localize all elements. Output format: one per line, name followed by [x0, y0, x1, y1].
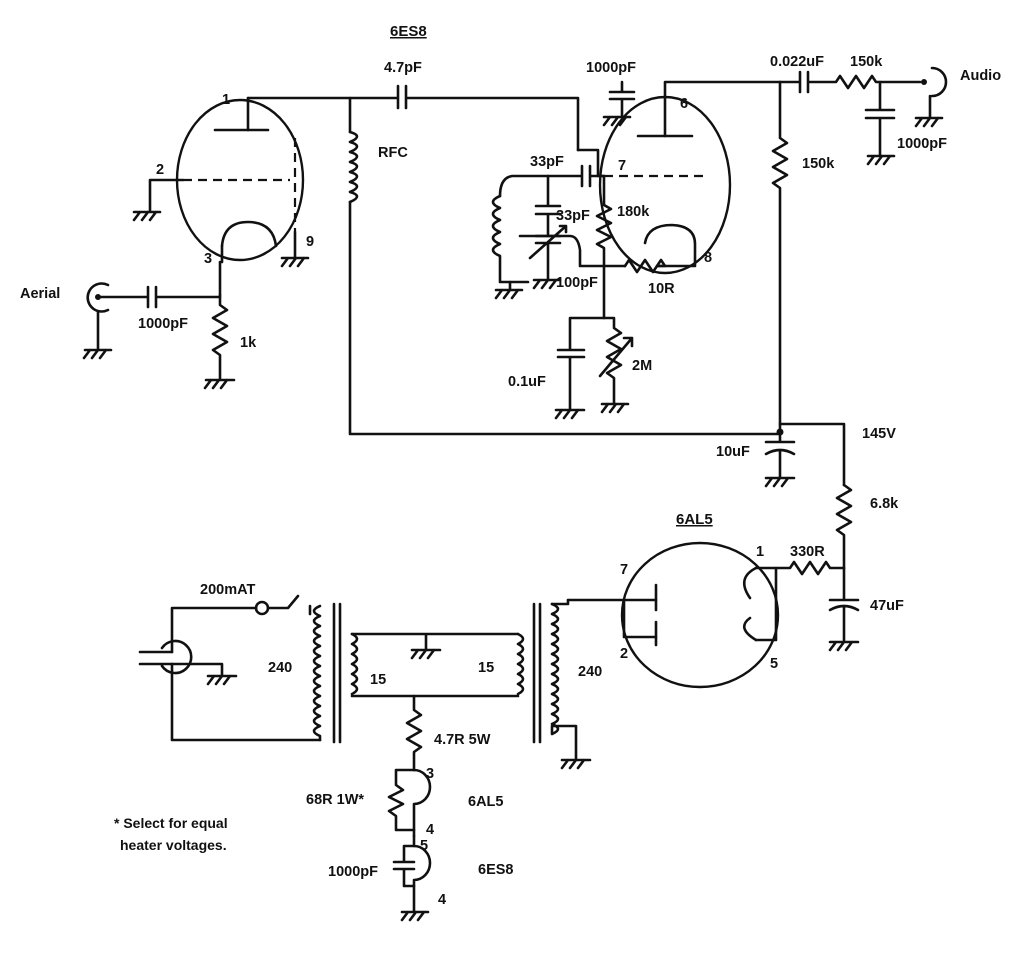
- cap-33pf-a: [498, 164, 606, 198]
- pin-label: 5: [420, 838, 428, 854]
- transformer-1-core: [332, 602, 342, 744]
- fuse-200mat: [254, 600, 270, 616]
- pin-label: 1: [222, 92, 230, 108]
- label-150k-vertical: 150k: [802, 156, 835, 172]
- cap-1000pf-top: [602, 80, 636, 127]
- label-100pf: 100pF: [556, 275, 598, 291]
- tube-6al5: [620, 541, 780, 689]
- label-0-1uf: 0.1uF: [508, 374, 546, 390]
- heater-6es8: [400, 834, 432, 922]
- transformer-1-secondary: [350, 632, 359, 696]
- resistor-68r: [387, 768, 416, 832]
- label-heater-6es8: 6ES8: [478, 862, 513, 878]
- label-10uf: 10uF: [716, 444, 750, 460]
- ground-icon: [132, 178, 185, 222]
- transformer-1-primary: [312, 604, 322, 742]
- label-aerial: Aerial: [20, 286, 60, 302]
- note-line-1: * Select for equal: [114, 815, 228, 831]
- label-4-7r-5w: 4.7R 5W: [434, 732, 491, 748]
- pin-label: 2: [156, 162, 164, 178]
- label-fuse: 200mAT: [200, 582, 255, 598]
- resistor-6-8k: [835, 483, 853, 570]
- pin-label: 1: [756, 544, 764, 560]
- ground-icon: [82, 310, 113, 360]
- label-145v: 145V: [862, 426, 896, 442]
- label-heater-6al5: 6AL5: [468, 794, 503, 810]
- transformer-2-core: [532, 602, 542, 744]
- pin-label: 7: [618, 158, 626, 174]
- ground-icon: [280, 230, 310, 268]
- ground-icon: [170, 662, 238, 686]
- pin-label: 4: [438, 892, 446, 908]
- cap-0-1uf: [554, 264, 606, 420]
- label-1000pf-heater: 1000pF: [328, 864, 378, 880]
- tube-6es8-a: [175, 96, 305, 297]
- aerial-socket-icon: [86, 282, 110, 313]
- label-rfc: RFC: [378, 145, 408, 161]
- label-6-8k: 6.8k: [870, 496, 899, 512]
- resistor-1k: [211, 293, 229, 380]
- pin-label: 7: [620, 562, 628, 578]
- ground-icon: [494, 280, 524, 300]
- resistor-180k: [595, 174, 627, 268]
- label-15-b: 15: [478, 660, 494, 676]
- pin-label: 4: [426, 822, 434, 838]
- label-240-primary-1: 240: [268, 660, 292, 676]
- label-68r-1w: 68R 1W*: [306, 792, 364, 808]
- resistor-4-7r: [405, 694, 423, 772]
- label-33pf-a: 33pF: [530, 154, 564, 170]
- ground-icon: [203, 378, 236, 390]
- audio-socket-icon: [930, 66, 948, 98]
- resistor-10r: [623, 258, 667, 274]
- cap-33pf-b: [534, 174, 562, 238]
- label-180k: 180k: [617, 204, 650, 220]
- label-1k: 1k: [240, 335, 257, 351]
- label-240-primary-2: 240: [578, 664, 602, 680]
- label-330r: 330R: [790, 544, 825, 560]
- cap-4-7pf: [246, 84, 580, 152]
- label-1000pf-aerial: 1000pF: [138, 316, 188, 332]
- pin-label: 2: [620, 646, 628, 662]
- pin-label: 8: [704, 250, 712, 266]
- label-1000pf-top: 1000pF: [586, 60, 636, 76]
- tube-6es8-b: [598, 80, 782, 275]
- cap-1000pf-aerial: [96, 285, 222, 309]
- heater-6al5: [412, 768, 432, 838]
- pot-2m: [600, 316, 630, 414]
- label-150k-out: 150k: [850, 54, 883, 70]
- label-2m: 2M: [632, 358, 652, 374]
- label-15-a: 15: [370, 672, 386, 688]
- pin-label: 9: [306, 234, 314, 250]
- label-33pf-b: 33pF: [556, 208, 590, 224]
- mains-plug-icon: [138, 639, 193, 675]
- cap-47uf: [828, 566, 860, 652]
- label-1000pf-audio: 1000pF: [897, 136, 947, 152]
- tube-6es8-title: 6ES8: [390, 23, 427, 40]
- label-audio: Audio: [960, 68, 1001, 84]
- ground-icon: [914, 94, 944, 128]
- label-47uf: 47uF: [870, 598, 904, 614]
- transformer-2-primary: [550, 602, 592, 770]
- pin-label: 3: [426, 766, 434, 782]
- note-line-2: heater voltages.: [120, 837, 227, 853]
- output-cap-and-resistor: [778, 70, 922, 94]
- rfc-coil: [348, 130, 359, 204]
- tube-6al5-title: 6AL5: [676, 511, 713, 528]
- resistor-330r: [774, 560, 846, 576]
- tank-coil: [491, 194, 530, 284]
- pot-arrow-icon: [598, 336, 634, 378]
- cap-10uf: [764, 430, 796, 488]
- pin-label: 5: [770, 656, 778, 672]
- pin-label: 3: [204, 251, 212, 267]
- cap-1000pf-heater: [392, 844, 416, 888]
- transformer-2-secondary: [516, 632, 525, 696]
- pin-label: 6: [680, 96, 688, 112]
- resistor-150k-vertical: [771, 80, 789, 432]
- cap-1000pf-audio: [864, 80, 896, 166]
- label-4-7pf: 4.7pF: [384, 60, 422, 76]
- label-10r: 10R: [648, 281, 675, 297]
- label-0-022uf: 0.022uF: [770, 54, 824, 70]
